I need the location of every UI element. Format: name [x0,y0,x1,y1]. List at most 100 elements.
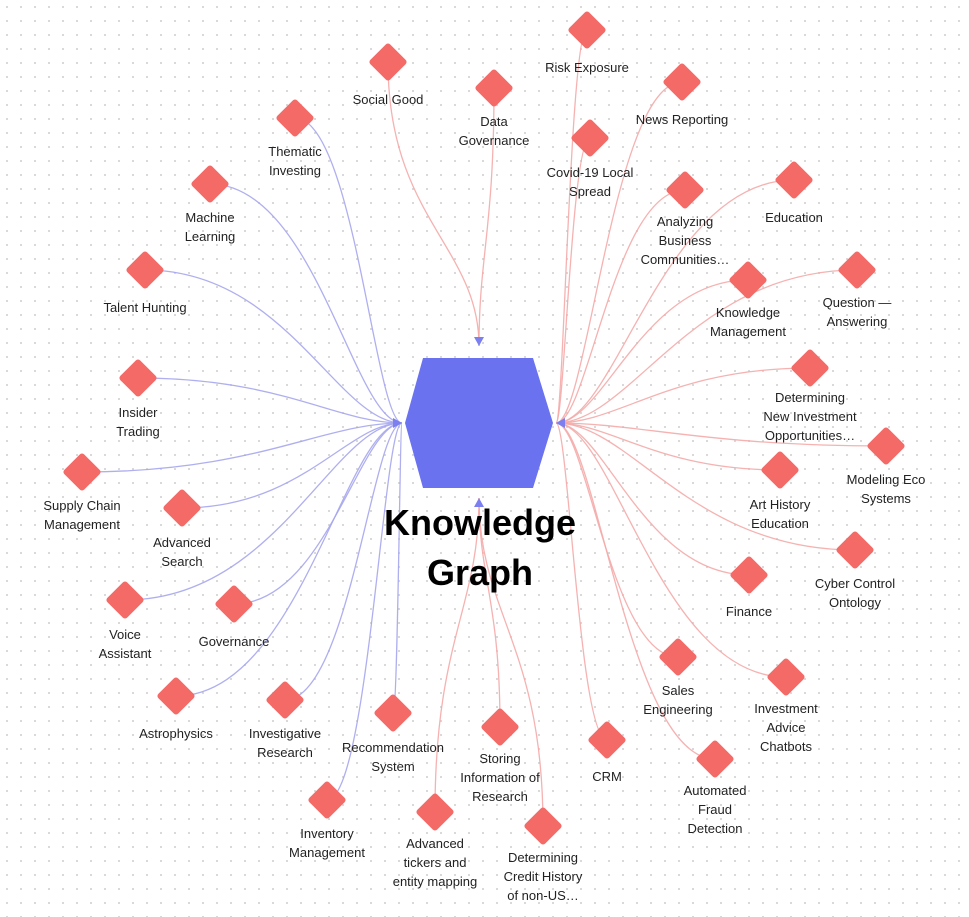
node-label-n14: Determining New Investment Opportunities… [763,390,857,443]
arrowhead-left-icon [393,418,402,428]
edge-n4 [555,81,683,424]
node-label-n29: CRM [592,769,622,784]
node-diamond-n18[interactable] [760,450,800,490]
node-label-n12: Question — Answering [822,295,892,329]
node-diamond-n30[interactable] [695,739,735,779]
node-diamond-n23[interactable] [658,637,698,677]
node-diamond-n7[interactable] [190,164,230,204]
node-label-n30: Automated Fraud Detection [683,783,747,836]
node-label-n20: Voice Assistant [98,627,152,661]
node-diamond-n24[interactable] [766,657,806,697]
node-diamond-n5[interactable] [570,118,610,158]
node-label-n9: Education [765,210,823,225]
edge-n26 [284,422,403,701]
node-diamond-n4[interactable] [662,62,702,102]
node-label-n23: Sales Engineering [643,683,713,717]
node-label-n7: Machine Learning [184,210,236,244]
node-diamond-n19[interactable] [835,530,875,570]
arrowhead-bottom-icon [474,498,484,507]
arrowhead-top-icon [474,337,484,346]
node-label-n26: Investigative Research [248,726,322,760]
edge-n13 [137,377,403,424]
node-label-n24: Investment Advice Chatbots [754,701,818,754]
node-label-n1: Social Good [352,92,424,107]
node-diamond-n9[interactable] [774,160,814,200]
node-diamond-n31[interactable] [307,780,347,820]
node-label-n18: Art History Education [749,497,811,531]
knowledge-graph-hexagon[interactable] [405,358,553,488]
node-label-n13: Insider Trading [116,405,160,439]
node-diamond-n28[interactable] [480,707,520,747]
node-label-n27: Recommendation System [342,740,444,774]
node-label-n31: Inventory Management [289,826,365,860]
edge-n6 [294,117,403,424]
node-diamond-n29[interactable] [587,720,627,760]
node-label-n33: Determining Credit History of non-US… [503,850,583,903]
edge-n1 [387,61,480,347]
node-diamond-n6[interactable] [275,98,315,138]
arrowheads-layer [393,337,565,507]
node-diamond-n14[interactable] [790,348,830,388]
node-diamond-n8[interactable] [665,170,705,210]
node-diamond-n15[interactable] [866,426,906,466]
node-diamond-n12[interactable] [837,250,877,290]
node-label-n3: Risk Exposure [545,60,629,75]
node-diamond-n20[interactable] [105,580,145,620]
edge-n7 [209,183,403,424]
node-label-n5: Covid-19 Local Spread [546,165,634,199]
arrowhead-right-icon [556,418,565,428]
node-label-n19: Cyber Control Ontology [814,576,896,610]
node-diamond-n27[interactable] [373,693,413,733]
node-diamond-n26[interactable] [265,680,305,720]
edge-n10 [144,269,403,424]
edge-n18 [555,422,781,471]
node-label-n6: Thematic Investing [268,144,322,178]
edge-n16 [81,422,403,473]
node-label-n4: News Reporting [635,112,729,127]
edge-n17 [181,422,403,509]
node-diamond-n32[interactable] [415,792,455,832]
edge-n24 [555,422,787,678]
nodes-layer [62,10,906,846]
node-label-n32: Advanced tickers and entity mapping [392,836,478,889]
node-diamond-n21[interactable] [214,584,254,624]
edge-n22 [555,422,750,576]
node-diamond-n3[interactable] [567,10,607,50]
edge-n11 [555,279,749,424]
node-diamond-n17[interactable] [162,488,202,528]
node-diamond-n11[interactable] [728,260,768,300]
edge-n9 [555,179,795,424]
edge-n29 [555,422,608,741]
edge-n32 [434,497,480,813]
edges-layer [81,29,887,827]
node-diamond-n1[interactable] [368,42,408,82]
edge-n3 [555,29,588,424]
edge-n14 [555,367,811,424]
node-label-n21: Governance [198,634,270,649]
node-diamond-n25[interactable] [156,676,196,716]
edge-n19 [555,422,856,551]
node-label-n28: Storing Information of Research [460,751,540,804]
node-diamond-n33[interactable] [523,806,563,846]
node-label-n22: Finance [725,604,773,619]
node-diamond-n16[interactable] [62,452,102,492]
edge-n15 [555,422,887,447]
node-label-n16: Supply Chain Management [43,498,121,532]
edge-n31 [326,422,403,801]
edge-n2 [478,87,495,347]
node-diamond-n13[interactable] [118,358,158,398]
node-label-n10: Talent Hunting [103,300,187,315]
edge-n8 [555,189,686,424]
node-diamond-n2[interactable] [474,68,514,108]
center-title: Knowledge Graph [383,502,576,593]
node-label-n8: Analyzing Business Communities… [640,214,730,267]
edge-n25 [175,422,403,697]
edge-n30 [555,422,716,760]
node-diamond-n10[interactable] [125,250,165,290]
node-label-n25: Astrophysics [139,726,213,741]
edge-n12 [555,269,858,424]
node-diamond-n22[interactable] [729,555,769,595]
edge-n5 [555,137,591,424]
node-label-n2: Data Governance [458,114,530,148]
